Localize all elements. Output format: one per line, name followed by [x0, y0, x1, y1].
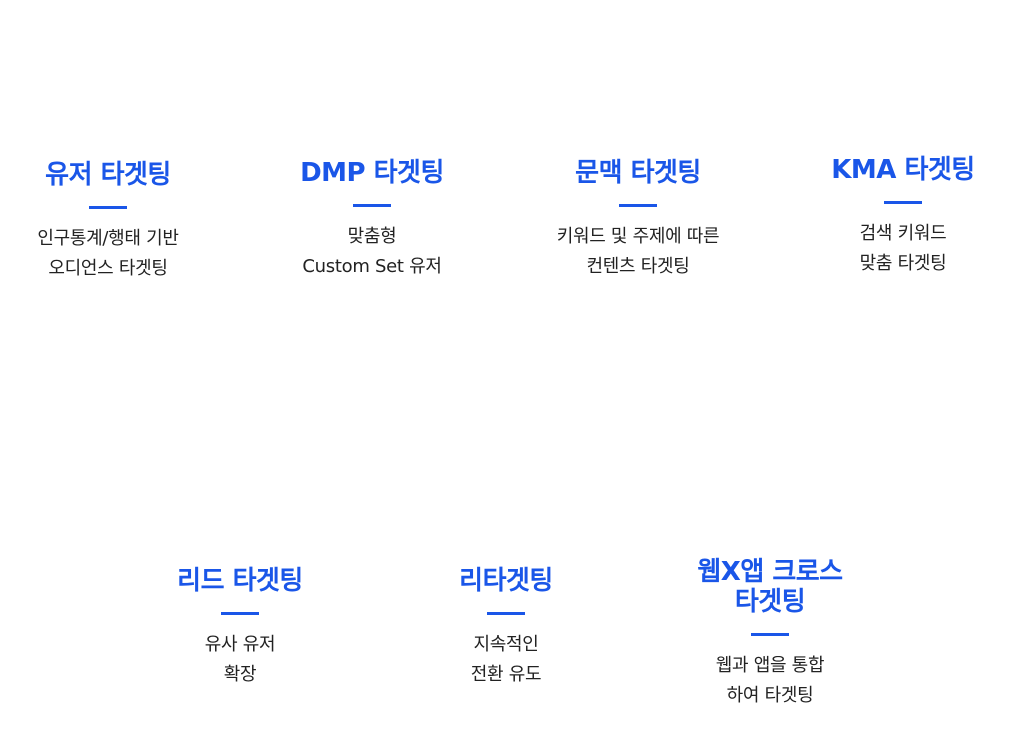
card-kma-targeting: KMA 타겟팅 검색 키워드 맞춤 타겟팅: [793, 155, 1010, 279]
card-description: 유사 유저 확장: [204, 634, 276, 685]
title-divider: [89, 206, 127, 209]
card-context-targeting: 문맥 타겟팅 키워드 및 주제에 따른 컨텐츠 타겟팅: [528, 158, 748, 282]
card-title: 리타겟팅: [459, 566, 553, 596]
card-description: 웹과 앱을 통합 하여 타겟팅: [715, 655, 825, 706]
title-divider: [353, 204, 391, 207]
card-lead-targeting: 리드 타겟팅 유사 유저 확장: [130, 566, 350, 690]
card-title: 웹X앱 크로스 타겟팅: [697, 557, 843, 617]
card-title: 리드 타겟팅: [177, 566, 303, 596]
title-divider: [221, 612, 259, 615]
card-title: 유저 타겟팅: [45, 160, 171, 190]
title-divider: [884, 201, 922, 204]
card-description: 키워드 및 주제에 따른 컨텐츠 타겟팅: [556, 226, 720, 277]
title-divider: [487, 612, 525, 615]
card-title: 문맥 타겟팅: [575, 158, 701, 188]
card-description: 맞춤형 Custom Set 유저: [302, 226, 442, 277]
card-user-targeting: 유저 타겟팅 인구통계/행태 기반 오디언스 타겟팅: [0, 160, 218, 284]
card-title: DMP 타겟팅: [300, 158, 444, 188]
card-description: 인구통계/행태 기반 오디언스 타겟팅: [37, 228, 179, 279]
card-title: KMA 타겟팅: [831, 155, 975, 185]
card-dmp-targeting: DMP 타겟팅 맞춤형 Custom Set 유저: [262, 158, 482, 282]
title-divider: [619, 204, 657, 207]
card-description: 지속적인 전환 유도: [470, 634, 542, 685]
card-retargeting: 리타겟팅 지속적인 전환 유도: [396, 566, 616, 690]
card-description: 검색 키워드 맞춤 타겟팅: [859, 223, 947, 274]
title-divider: [751, 633, 789, 636]
card-web-app-cross-targeting: 웹X앱 크로스 타겟팅 웹과 앱을 통합 하여 타겟팅: [660, 557, 880, 711]
